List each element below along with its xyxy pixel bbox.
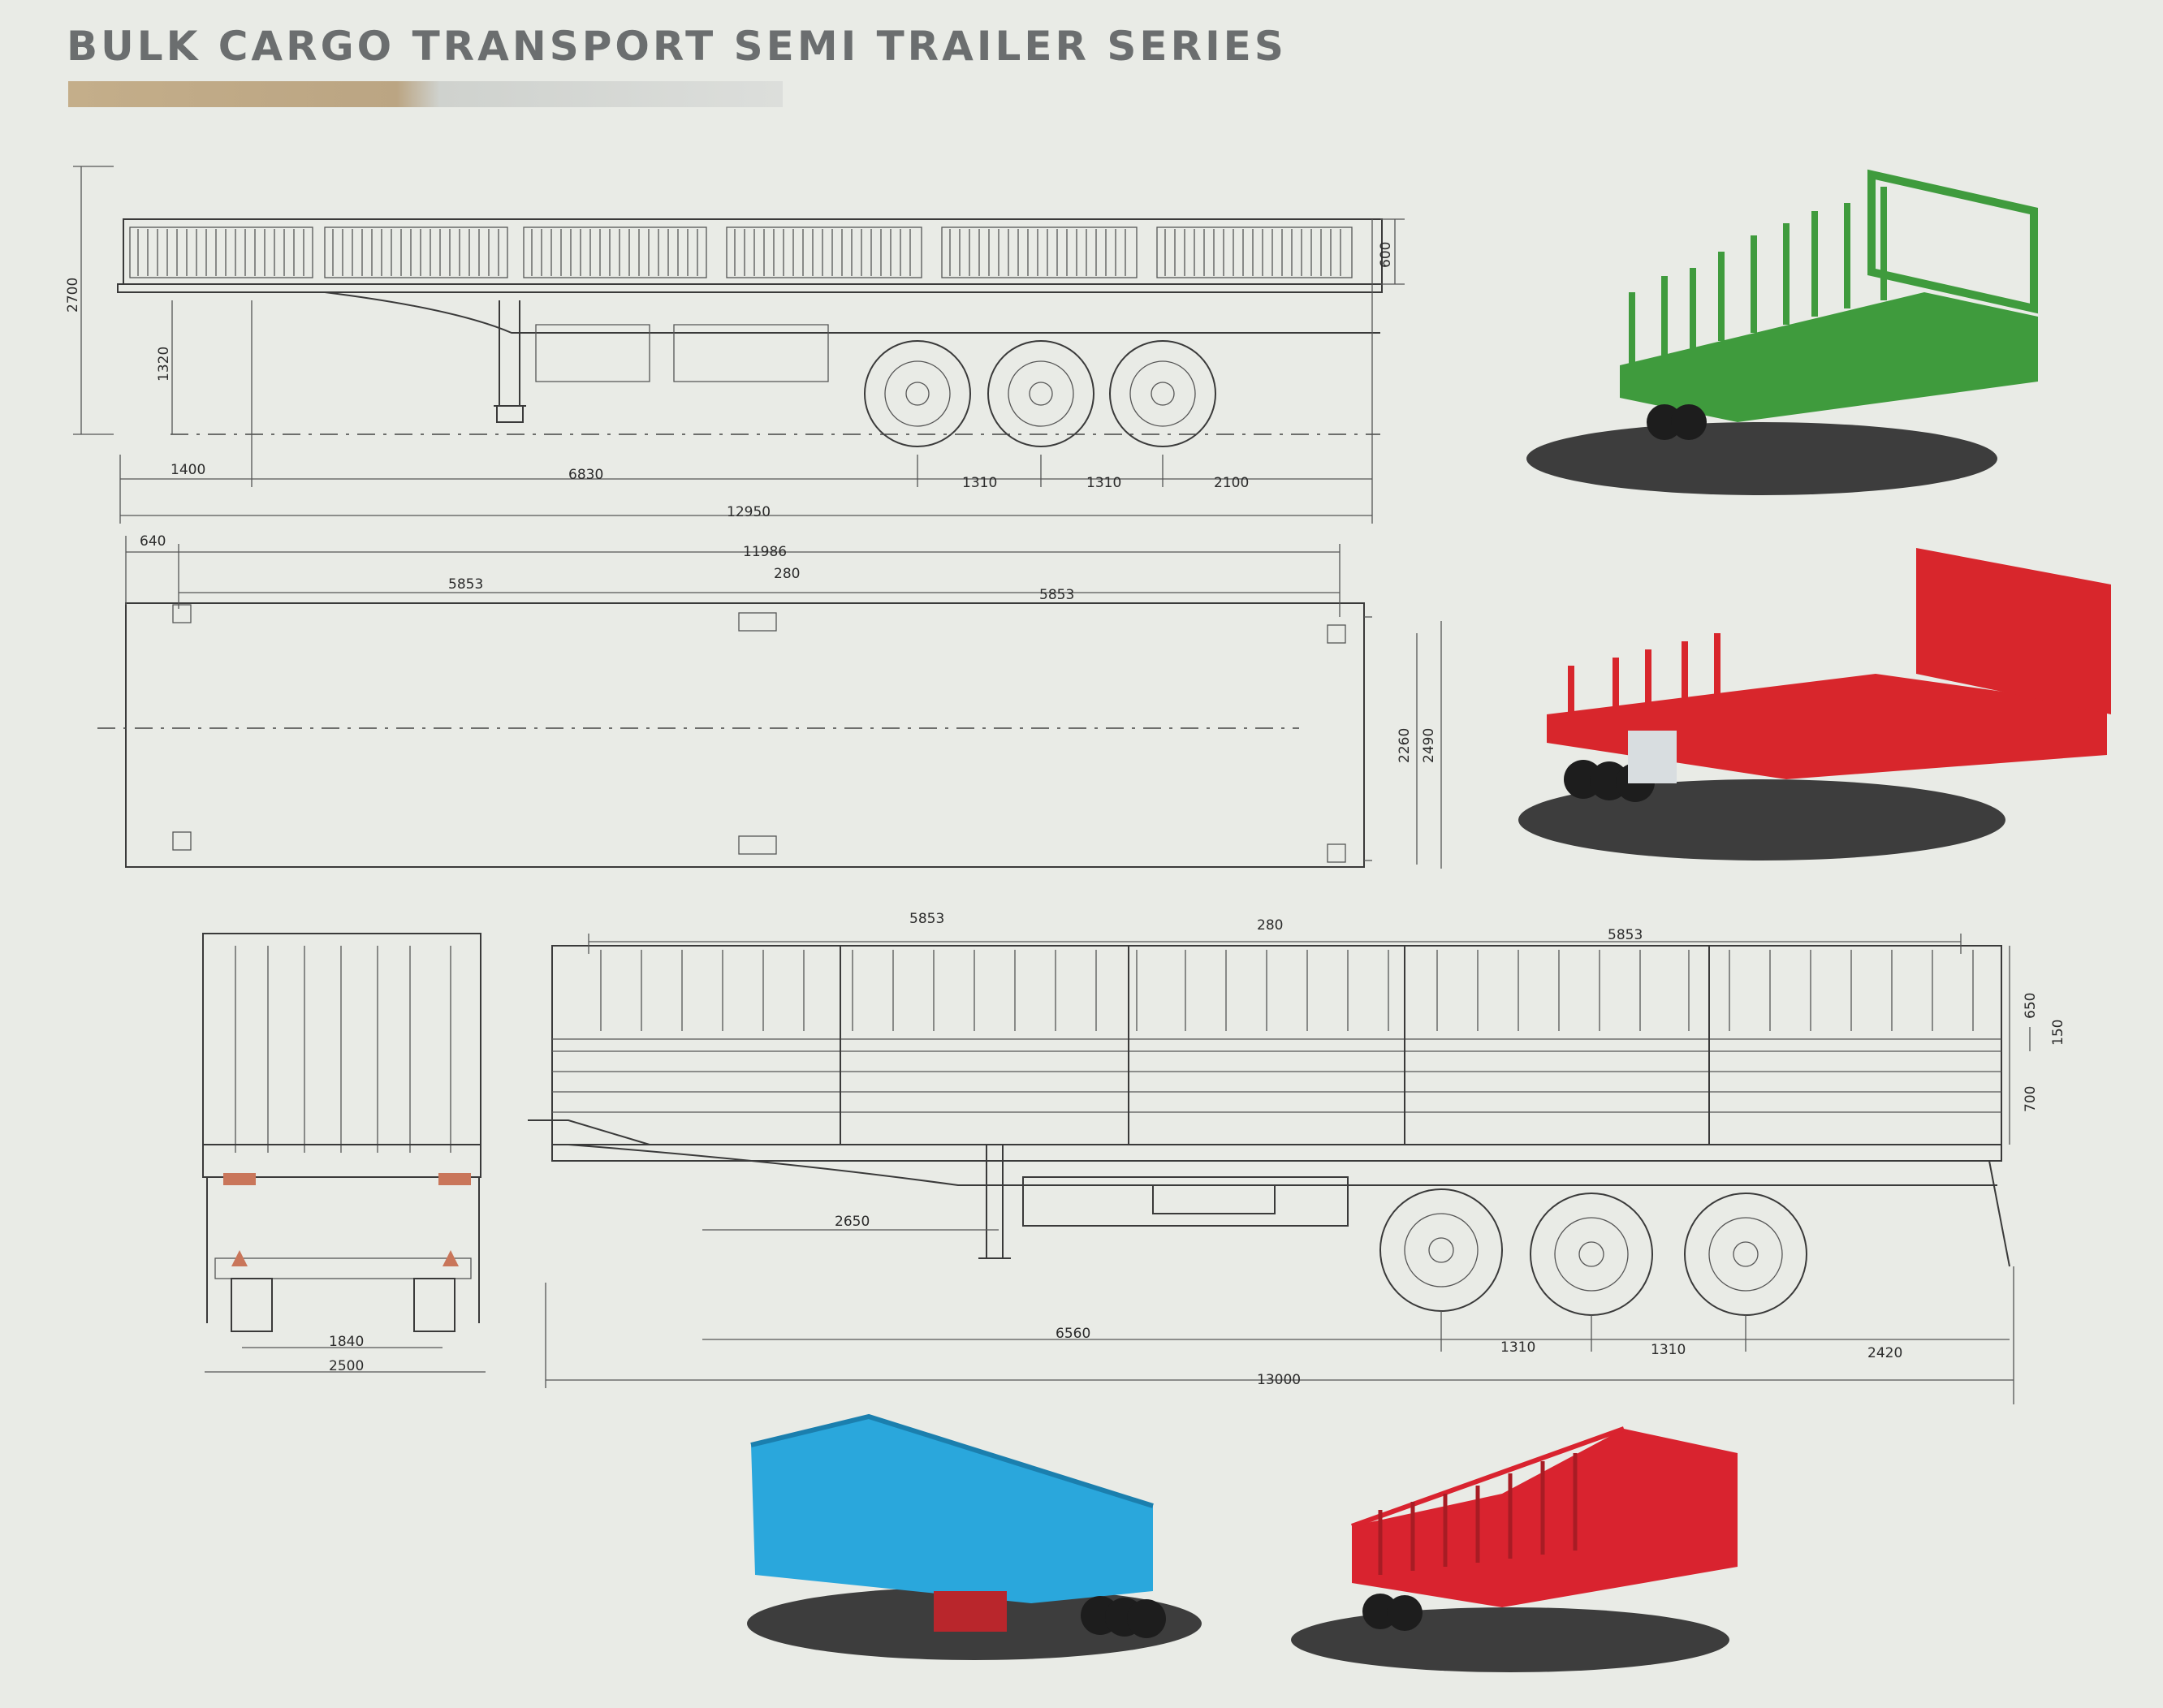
side-view-top: 2700 600 1320 1400 6830 1310 1310 2100 1… [65, 166, 1405, 524]
dim-bottom-overall-length: 13000 [1257, 1372, 1301, 1388]
dim-bottom-axle-spacing-1: 1310 [1500, 1339, 1535, 1356]
dim-side-panel: 700 [2023, 1086, 2039, 1112]
dim-bottom-axle-spacing-2: 1310 [1651, 1342, 1686, 1358]
dim-track-width: 1840 [329, 1334, 364, 1350]
dim-rear-overhang: 2100 [1214, 475, 1249, 491]
dim-center-gap: 280 [774, 566, 800, 582]
dim-axle-spacing-1: 1310 [962, 475, 997, 491]
rear-view: 1840 2500 [202, 933, 486, 1374]
red-fence-trailer-photo [1291, 1426, 1738, 1672]
red-stake-trailer-photo [1518, 548, 2111, 860]
dim-bottom-kingpin-to-axle: 6560 [1056, 1326, 1090, 1342]
plan-view: 640 11986 280 5853 5853 2260 2490 [97, 533, 1442, 869]
dim-axle-spacing-2: 1310 [1086, 475, 1121, 491]
dim-platform-length: 11986 [743, 544, 787, 560]
title-underline-bar [68, 81, 783, 107]
page-title: BULK CARGO TRANSPORT SEMI TRAILER SERIES [67, 23, 1287, 70]
dim-rear-overall-width: 2500 [329, 1358, 364, 1374]
dim-front-offset: 640 [140, 533, 166, 550]
dim-section-1: 5853 [448, 576, 483, 593]
dim-bottom-section-1: 5853 [909, 911, 944, 927]
dim-bottom-center-gap: 280 [1257, 917, 1283, 934]
green-stake-trailer-photo [1526, 169, 2038, 495]
dim-kingpin-to-axle: 6830 [568, 467, 603, 483]
side-rail-panels [123, 218, 1383, 285]
side-view-bottom: 5853 280 5853 650 150 700 2650 6560 1310… [528, 911, 2066, 1404]
dim-rail-height: 600 [1378, 242, 1394, 268]
dim-overall-height: 2700 [65, 278, 81, 313]
dim-overall-length: 12950 [727, 504, 771, 520]
wheels-bottom [1379, 1188, 1807, 1316]
blue-box-trailer-photo [747, 1413, 1202, 1660]
dim-bottom-section-2: 5853 [1608, 927, 1643, 943]
dim-kingpin-offset: 1400 [171, 462, 205, 478]
dim-bottom-rear-overhang: 2420 [1867, 1345, 1902, 1361]
dim-step: 150 [2050, 1020, 2066, 1046]
dim-inner-width: 2260 [1397, 728, 1413, 763]
dim-overall-width: 2490 [1421, 728, 1437, 763]
dim-upper-rail: 650 [2023, 993, 2039, 1019]
dim-section-2: 5853 [1039, 587, 1074, 603]
dim-kingpin-to-leg: 2650 [835, 1214, 870, 1230]
wheels-top [864, 340, 1216, 447]
dim-deck-height: 1320 [156, 347, 172, 382]
